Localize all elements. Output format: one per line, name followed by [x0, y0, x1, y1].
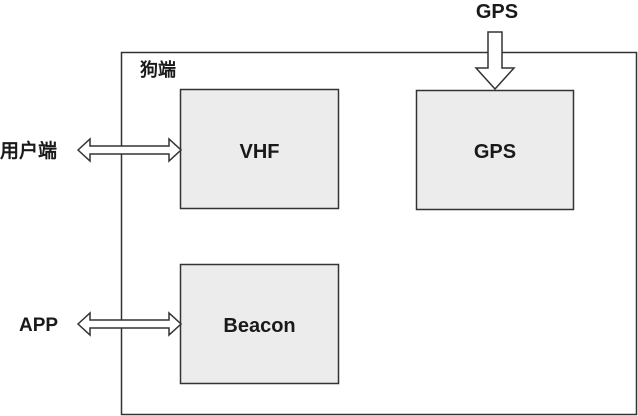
beacon-label: Beacon	[223, 315, 295, 337]
gps-down-arrow-icon	[474, 31, 516, 91]
container-label: 狗端	[140, 59, 176, 80]
vhf-label: VHF	[240, 141, 280, 163]
beacon-module	[179, 263, 340, 385]
user-end-label: 用户端	[0, 139, 57, 162]
app-label: APP	[19, 315, 58, 336]
gps-module-label: GPS	[474, 141, 516, 163]
user-end-double-arrow-icon	[76, 137, 183, 163]
gps-module	[415, 89, 575, 211]
vhf-module	[179, 88, 340, 210]
gps-input-label: GPS	[476, 1, 518, 23]
app-double-arrow-icon	[76, 311, 183, 337]
